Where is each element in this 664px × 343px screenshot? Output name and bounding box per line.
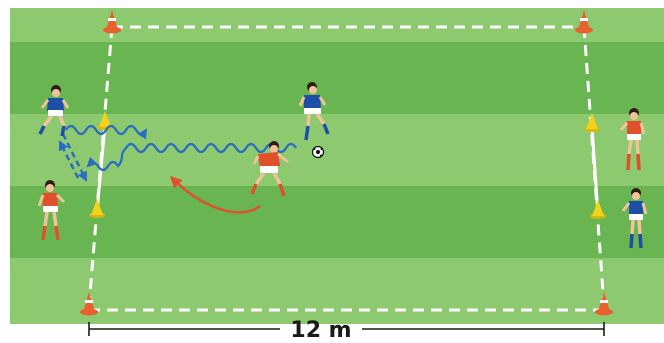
field-stripe (10, 186, 664, 258)
field-stripe (10, 258, 664, 324)
field-stripe (10, 42, 664, 114)
soccer-ball-icon (313, 147, 324, 158)
dimension-label: 12 m (290, 318, 351, 343)
